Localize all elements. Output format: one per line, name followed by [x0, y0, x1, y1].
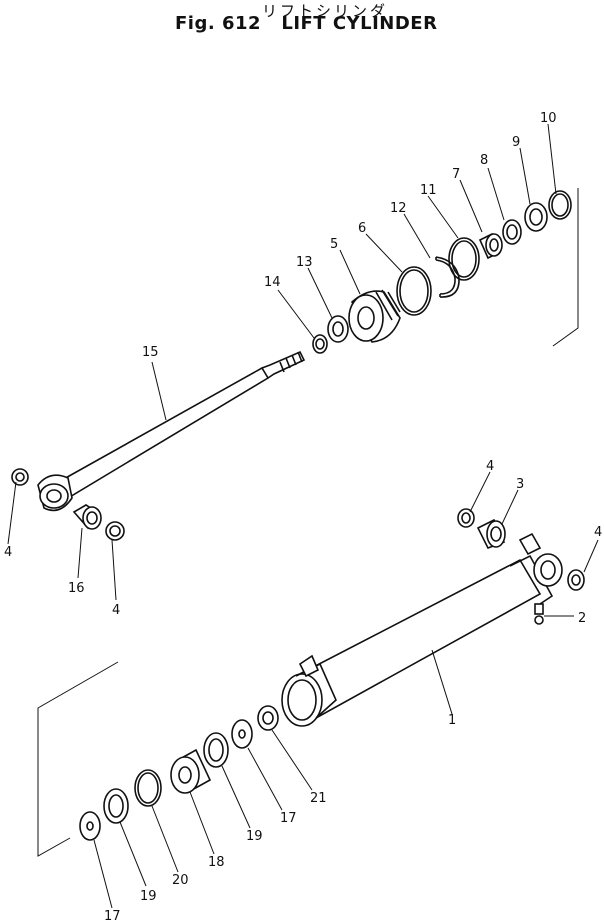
nut-21 — [257, 705, 279, 731]
callout-21: 21 — [310, 791, 327, 806]
ring-6 — [396, 266, 432, 316]
callout-19-a: 19 — [246, 829, 263, 844]
title-japanese: リフトシリンダ — [262, 2, 389, 20]
callout-10: 10 — [540, 111, 557, 126]
grease-fitting-2 — [534, 603, 544, 625]
seal-19-a — [203, 732, 229, 768]
seal-19-b — [103, 788, 129, 824]
callout-12: 12 — [390, 201, 407, 216]
group-bracket-bottom — [37, 661, 119, 857]
callout-9: 9 — [512, 135, 520, 150]
callout-17-a: 17 — [280, 811, 297, 826]
callout-18: 18 — [208, 855, 225, 870]
bushing-3 — [476, 518, 506, 550]
callout-14: 14 — [264, 275, 281, 290]
callout-1: 1 — [448, 713, 456, 728]
washer-17-b — [79, 811, 101, 841]
figure-title: Fig. 612 LIFT CYLINDER — [175, 13, 437, 34]
callout-19-b: 19 — [140, 889, 157, 904]
ring-14 — [312, 334, 328, 354]
wiper-9 — [524, 202, 548, 232]
callout-13: 13 — [296, 255, 313, 270]
callout-4-c: 4 — [486, 459, 494, 474]
figure-name: LIFT CYLINDER — [281, 13, 438, 34]
ring-20 — [134, 769, 162, 807]
callout-7: 7 — [452, 167, 460, 182]
piston-18 — [170, 748, 212, 794]
washer-17-a — [231, 719, 253, 749]
callout-4-d: 4 — [594, 525, 602, 540]
piston-rod-15 — [37, 350, 306, 512]
bushing-7 — [478, 232, 503, 260]
figure-number: Fig. 612 — [175, 13, 262, 34]
callout-17-b: 17 — [104, 909, 121, 922]
bushing-16 — [72, 504, 102, 530]
callout-4-b: 4 — [112, 603, 120, 618]
cylinder-tube-1 — [281, 532, 563, 727]
callout-4-a: 4 — [4, 545, 12, 560]
callout-labels: 10 9 8 7 11 12 6 5 13 14 15 4 16 4 4 3 4… — [4, 111, 602, 922]
callout-3: 3 — [516, 477, 524, 492]
leader-lines — [7, 123, 599, 909]
callout-6: 6 — [358, 221, 366, 236]
callout-5: 5 — [330, 237, 338, 252]
callout-8: 8 — [480, 153, 488, 168]
snap-ring-10 — [548, 190, 572, 220]
callout-20: 20 — [172, 873, 189, 888]
callout-16: 16 — [68, 581, 85, 596]
callout-11: 11 — [420, 183, 437, 198]
piston-5 — [348, 289, 401, 343]
callout-2: 2 — [578, 611, 586, 626]
seal-4-d — [567, 569, 585, 591]
o-ring-11 — [448, 237, 480, 281]
seal-8 — [502, 219, 522, 245]
seal-4-b — [105, 521, 125, 541]
seal-13 — [327, 315, 349, 343]
callout-15: 15 — [142, 345, 159, 360]
group-bracket-top — [552, 188, 579, 347]
bushing-4-a — [11, 468, 29, 486]
seal-4-c — [457, 508, 475, 528]
